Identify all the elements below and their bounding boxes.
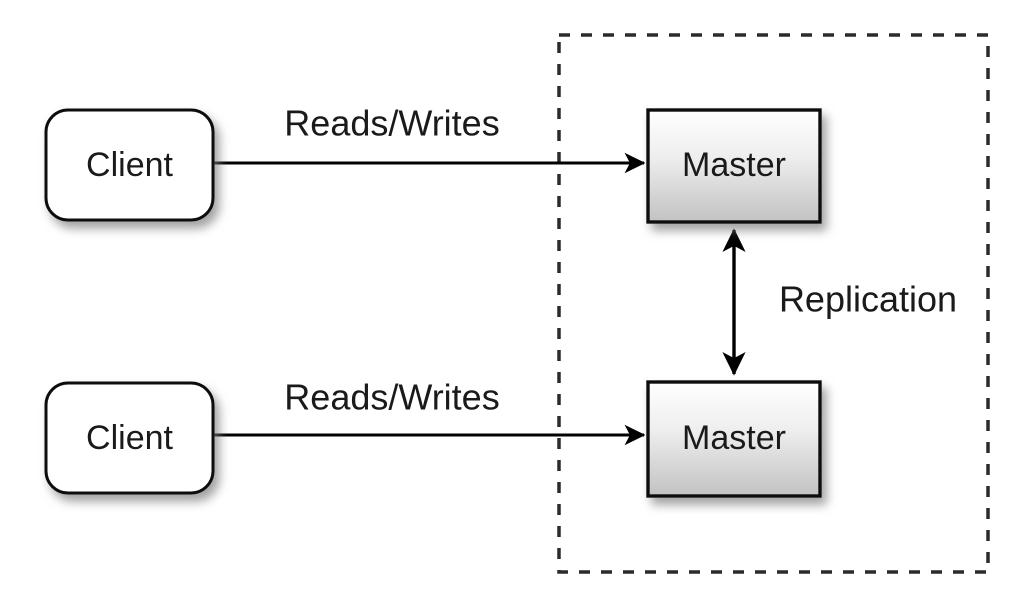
- master-bottom-label: Master: [682, 419, 786, 457]
- edge-label-reads-writes-bottom: Reads/Writes: [284, 377, 499, 418]
- client-top-label: Client: [86, 146, 173, 184]
- node-master-bottom[interactable]: Master: [646, 380, 822, 498]
- edge-label-replication: Replication: [779, 279, 957, 320]
- client-top-shape: [44, 108, 215, 222]
- client-bottom-shape: [44, 381, 215, 495]
- master-bottom-shape: [646, 380, 822, 498]
- client-bottom-label: Client: [86, 419, 173, 457]
- master-top-shape: [646, 108, 822, 224]
- node-client-top[interactable]: Client: [44, 108, 215, 222]
- edge-label-reads-writes-top: Reads/Writes: [284, 103, 499, 144]
- node-client-bottom[interactable]: Client: [44, 381, 215, 495]
- master-top-label: Master: [682, 146, 786, 184]
- node-master-top[interactable]: Master: [646, 108, 822, 224]
